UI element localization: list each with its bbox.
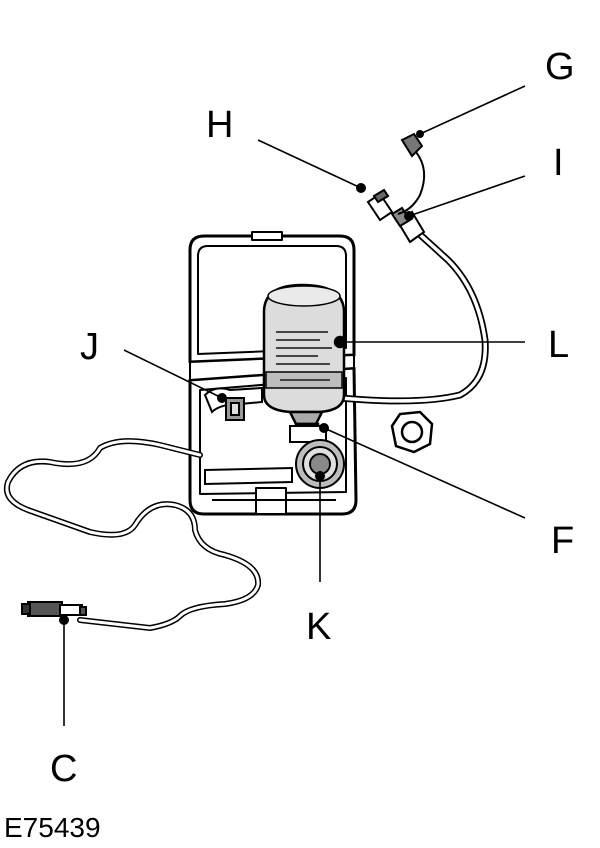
leader-j xyxy=(123,349,223,399)
compressor-gauge xyxy=(295,439,345,489)
spare-cap xyxy=(390,410,434,454)
leader-i xyxy=(408,175,526,217)
leader-f xyxy=(323,427,526,519)
leader-g xyxy=(419,85,526,135)
bottle-fitting xyxy=(289,423,329,443)
label-f: F xyxy=(551,520,575,562)
tyre-valve-connector xyxy=(21,601,87,625)
hose-connector xyxy=(390,206,426,244)
label-c: C xyxy=(50,748,78,790)
label-g: G xyxy=(545,46,575,88)
sealant-hose xyxy=(336,226,489,405)
label-l: L xyxy=(548,324,570,366)
leader-lines xyxy=(63,85,526,726)
leader-h xyxy=(257,139,362,189)
label-h: H xyxy=(206,104,234,146)
label-i: I xyxy=(553,142,564,184)
compressor-hose xyxy=(4,438,262,631)
label-k: K xyxy=(306,606,332,648)
valve-adapter xyxy=(356,183,394,222)
figure-reference: E75439 xyxy=(4,812,101,843)
compressor-switch xyxy=(217,393,245,421)
label-j: J xyxy=(80,326,99,368)
case-lid-inner xyxy=(197,245,347,355)
valve-cap xyxy=(397,130,426,215)
